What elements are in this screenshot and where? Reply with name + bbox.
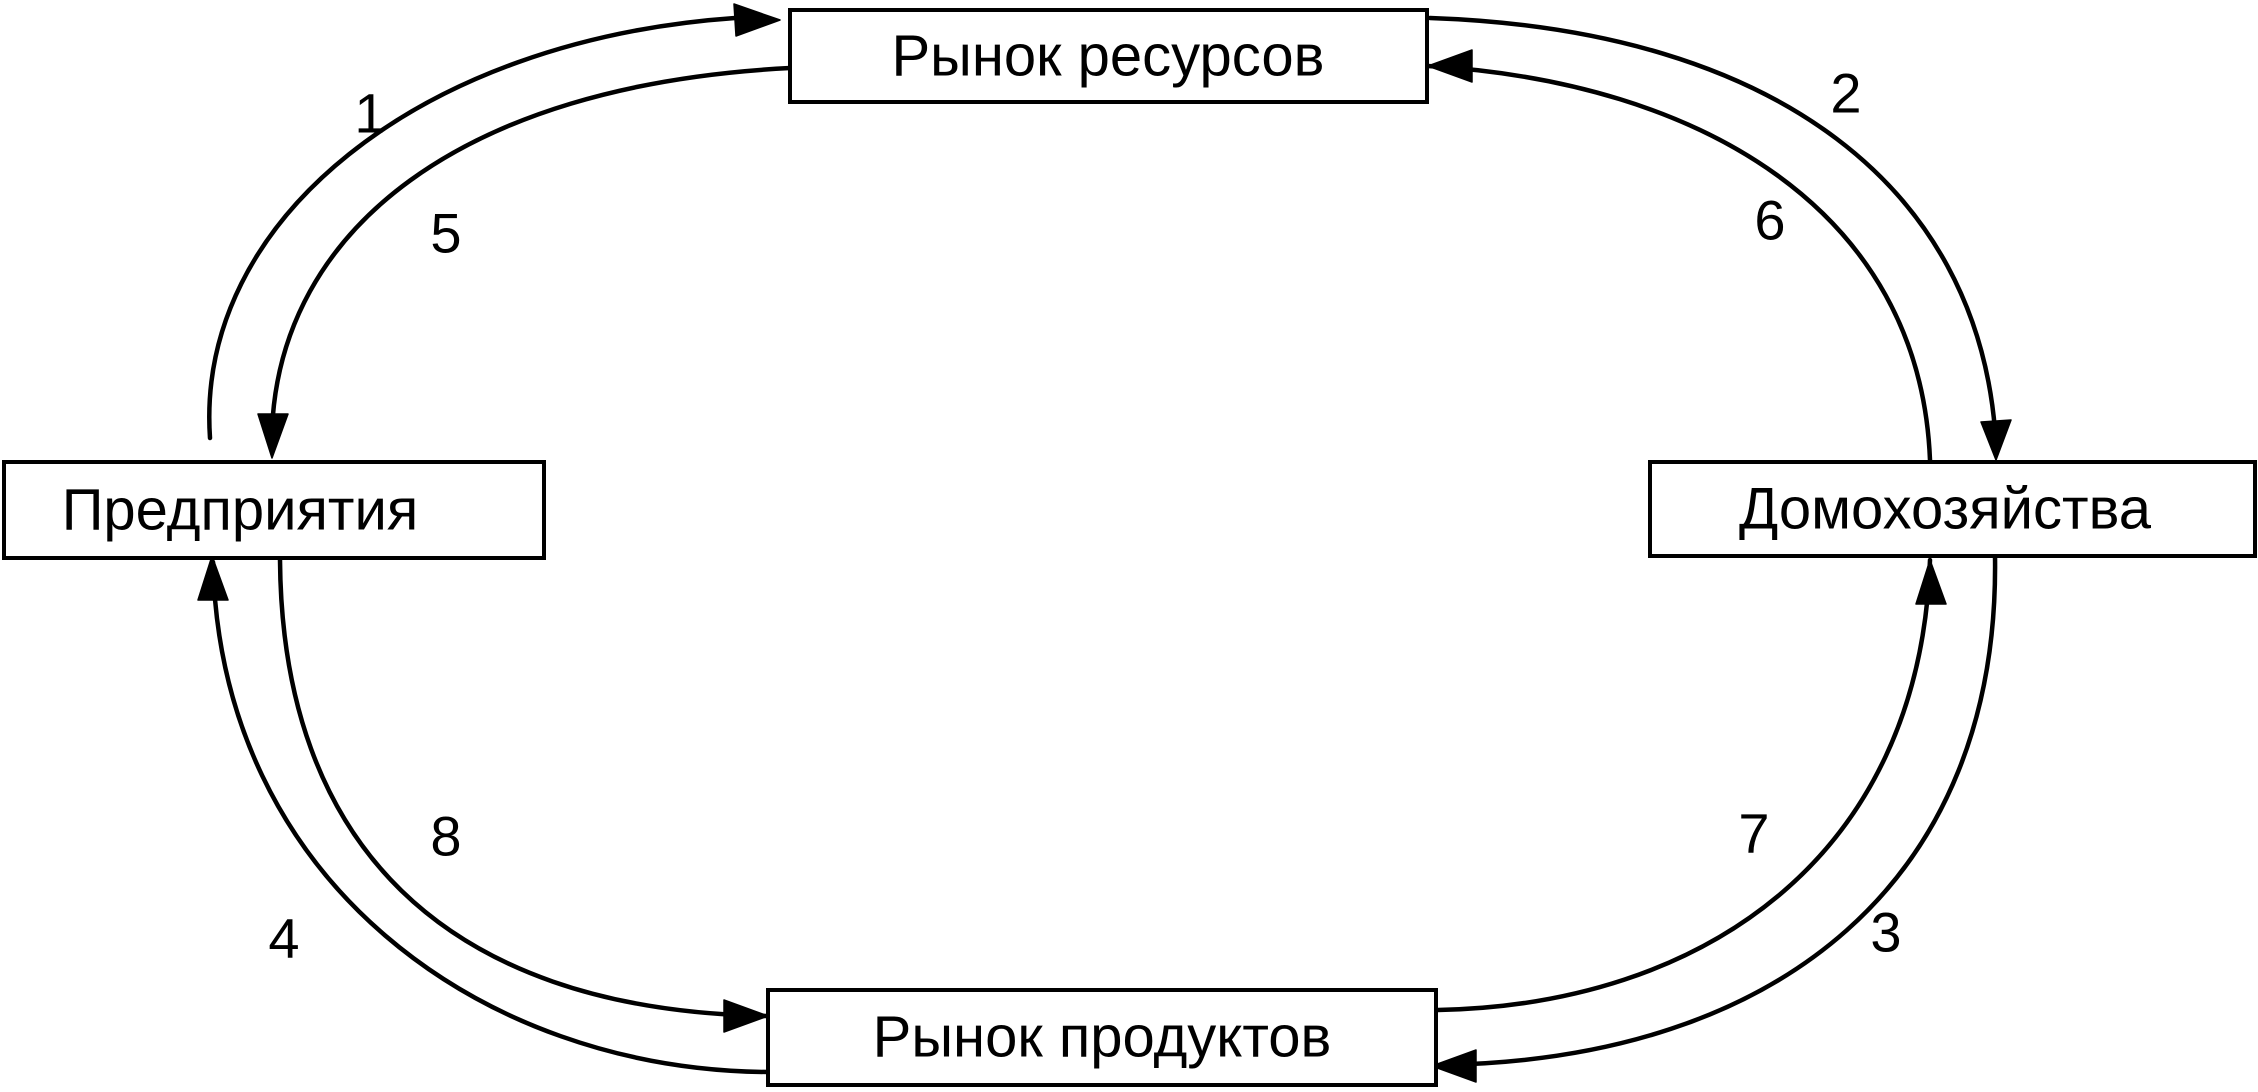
flow-path-6-households-to-resource-market — [1425, 63, 1933, 463]
resource-market-label: Рынок ресурсов — [892, 24, 1325, 89]
arrowhead-flow-2 — [1980, 419, 2012, 461]
arrowhead-flow-1 — [733, 3, 781, 37]
flow-label-3: 3 — [1870, 901, 1901, 964]
flow-path-7-product-market-to-households — [1435, 557, 1933, 1013]
households-box — [1648, 460, 2257, 558]
product-market-label: Рынок продуктов — [873, 1005, 1332, 1070]
arrowhead-flow-8 — [723, 999, 769, 1033]
flow-label-6: 6 — [1754, 189, 1785, 252]
flow-label-7: 7 — [1738, 802, 1769, 865]
flow-path-2-resource-market-to-households — [1427, 15, 1998, 433]
arrowhead-flow-6 — [1427, 49, 1473, 83]
flow-label-1: 1 — [354, 82, 385, 145]
flow-path-4-product-market-to-firms — [210, 559, 771, 1075]
resource-market-box — [788, 8, 1429, 104]
households-label: Домохозяйства — [1739, 477, 2152, 542]
flow-label-5: 5 — [430, 202, 461, 265]
flow-label-2: 2 — [1830, 62, 1861, 125]
product-market-box — [766, 988, 1438, 1087]
arrowhead-flow-3 — [1431, 1049, 1477, 1083]
arrowhead-flow-5 — [257, 413, 289, 459]
firms-label: Предприятия — [62, 478, 419, 543]
arrowhead-flow-7 — [1915, 559, 1947, 605]
flow-label-4: 4 — [268, 907, 299, 970]
flow-path-3-households-to-product-market — [1437, 553, 1998, 1068]
arrowhead-flow-4 — [197, 555, 229, 601]
flow-path-5-resource-market-to-firms — [269, 65, 793, 433]
flow-path-1-firms-to-resource-market — [207, 15, 738, 441]
firms-box — [2, 460, 546, 560]
flow-label-8: 8 — [430, 805, 461, 868]
flow-path-8-firms-to-product-market — [277, 557, 769, 1019]
